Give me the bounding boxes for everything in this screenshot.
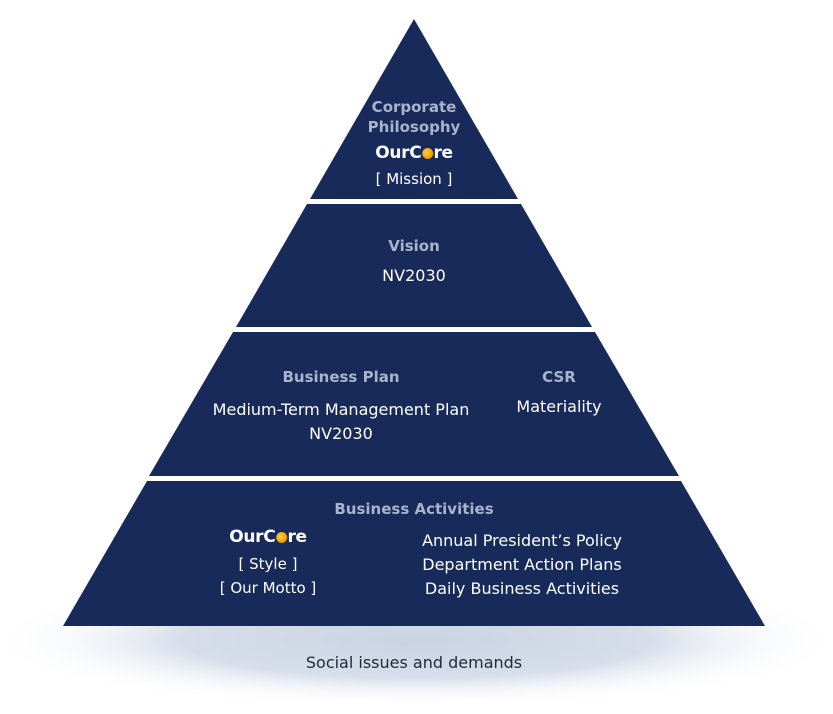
csr-item: Materiality <box>516 397 602 416</box>
mission-label: [ Mission ] <box>375 170 453 188</box>
tier-vision <box>236 204 592 327</box>
social-issues-label: Social issues and demands <box>305 653 523 672</box>
vision-heading: Vision <box>388 237 440 255</box>
tier-top <box>310 19 518 199</box>
style-motto-items: [ Style ] [ Our Motto ] <box>219 555 317 597</box>
vision-item: NV2030 <box>382 266 446 285</box>
business-plan-heading: Business Plan <box>282 368 400 386</box>
csr-heading: CSR <box>542 368 576 386</box>
tier-activities <box>63 481 765 626</box>
business-activities-heading: Business Activities <box>334 500 494 518</box>
activities-items: Annual President’s Policy Department Act… <box>422 531 622 598</box>
logo-o-dot <box>421 148 433 159</box>
business-plan-items: Medium-Term Management Plan NV2030 <box>212 400 470 443</box>
logo-o-dot <box>275 532 287 543</box>
tier-plan <box>149 332 679 476</box>
corporate-philosophy-heading: Corporate Philosophy <box>367 98 461 136</box>
